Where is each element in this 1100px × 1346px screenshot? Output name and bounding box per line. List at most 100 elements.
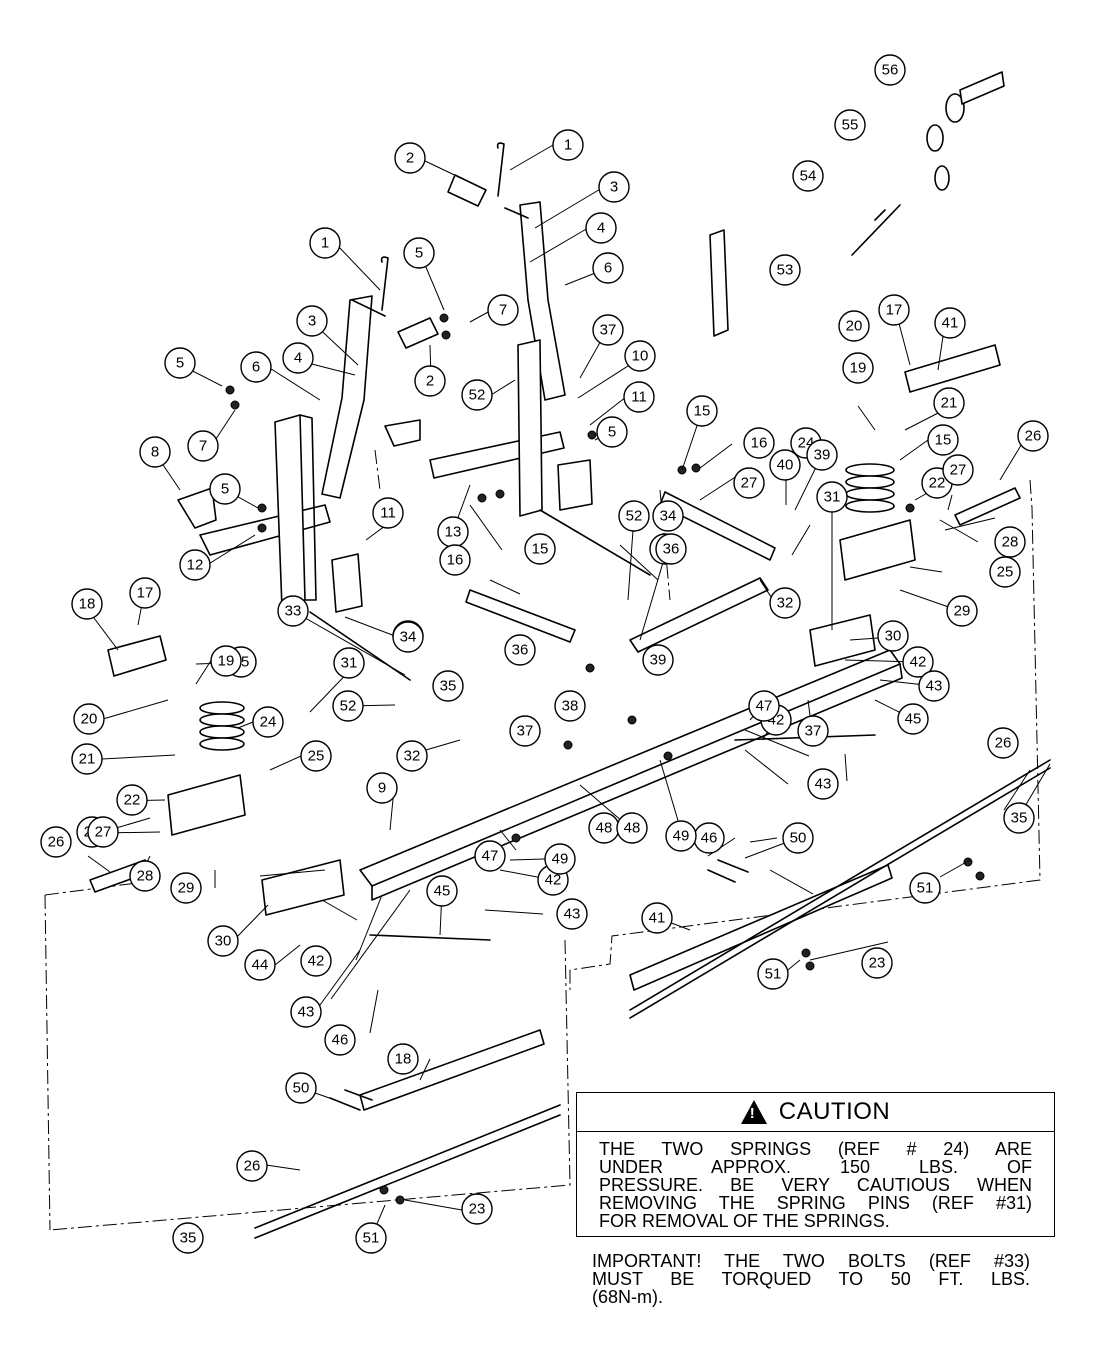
callout: 6 xyxy=(240,351,272,383)
svg-text:6: 6 xyxy=(604,260,612,277)
svg-text:55: 55 xyxy=(842,117,859,134)
callout: 39 xyxy=(806,439,838,471)
svg-text:45: 45 xyxy=(905,711,922,728)
svg-text:28: 28 xyxy=(1002,534,1019,551)
callout: 21 xyxy=(71,743,103,775)
callout: 26 xyxy=(1017,420,1049,452)
svg-text:29: 29 xyxy=(954,603,971,620)
callout: 2 xyxy=(394,142,426,174)
callout: 19 xyxy=(210,645,242,677)
callout: 52 xyxy=(618,500,650,532)
callout: 32 xyxy=(396,740,428,772)
svg-text:49: 49 xyxy=(552,851,569,868)
callout: 51 xyxy=(909,872,941,904)
svg-text:15: 15 xyxy=(694,403,711,420)
callout: 55 xyxy=(834,109,866,141)
callout: 50 xyxy=(782,822,814,854)
svg-text:32: 32 xyxy=(404,748,421,765)
callout: 51 xyxy=(757,958,789,990)
svg-text:51: 51 xyxy=(363,1230,380,1247)
callout: 45 xyxy=(426,875,458,907)
svg-text:46: 46 xyxy=(332,1032,349,1049)
svg-text:27: 27 xyxy=(95,824,112,841)
callout: 43 xyxy=(918,670,950,702)
callout: 2 xyxy=(414,365,446,397)
svg-text:36: 36 xyxy=(512,642,529,659)
callout: 37 xyxy=(592,314,624,346)
callout: 17 xyxy=(878,294,910,326)
callout: 18 xyxy=(71,588,103,620)
callout: 28 xyxy=(994,526,1026,558)
svg-text:26: 26 xyxy=(995,735,1012,752)
callout: 5 xyxy=(596,416,628,448)
callout: 46 xyxy=(324,1024,356,1056)
callout: 37 xyxy=(797,715,829,747)
svg-text:27: 27 xyxy=(950,462,967,479)
svg-text:17: 17 xyxy=(137,585,154,602)
callout: 20 xyxy=(73,703,105,735)
callout: 42 xyxy=(300,945,332,977)
callout: 34 xyxy=(392,621,424,653)
svg-text:5: 5 xyxy=(415,245,423,262)
svg-text:47: 47 xyxy=(756,698,773,715)
svg-text:56: 56 xyxy=(882,62,899,79)
callout: 35 xyxy=(1003,802,1035,834)
svg-text:19: 19 xyxy=(218,653,235,670)
callout: 39 xyxy=(642,644,674,676)
callout: 40 xyxy=(769,449,801,481)
svg-text:23: 23 xyxy=(869,955,886,972)
callout: 34 xyxy=(652,500,684,532)
svg-text:6: 6 xyxy=(252,359,260,376)
callout: 33 xyxy=(277,595,309,627)
svg-text:40: 40 xyxy=(777,457,794,474)
callout: 44 xyxy=(244,949,276,981)
svg-text:53: 53 xyxy=(777,262,794,279)
callout: 18 xyxy=(387,1043,419,1075)
callout: 20 xyxy=(838,310,870,342)
callout: 51 xyxy=(355,1222,387,1254)
svg-text:46: 46 xyxy=(701,830,718,847)
callout: 21 xyxy=(933,387,965,419)
svg-text:45: 45 xyxy=(434,883,451,900)
caution-line: THE TWO SPRINGS (REF # 24) ARE xyxy=(599,1139,1032,1159)
callout: 50 xyxy=(285,1072,317,1104)
callout: 35 xyxy=(172,1222,204,1254)
callout: 52 xyxy=(332,690,364,722)
svg-text:23: 23 xyxy=(469,1201,486,1218)
callout: 29 xyxy=(170,872,202,904)
callout: 49 xyxy=(544,843,576,875)
svg-text:39: 39 xyxy=(814,447,831,464)
svg-text:5: 5 xyxy=(608,424,616,441)
svg-text:37: 37 xyxy=(805,723,822,740)
callout: 37 xyxy=(509,715,541,747)
svg-text:7: 7 xyxy=(499,302,507,319)
callout: 26 xyxy=(236,1150,268,1182)
callout: 30 xyxy=(877,620,909,652)
svg-text:26: 26 xyxy=(244,1158,261,1175)
callout: 32 xyxy=(769,587,801,619)
callout: 45 xyxy=(897,703,929,735)
callout: 22 xyxy=(116,784,148,816)
callout: 49 xyxy=(665,820,697,852)
svg-text:50: 50 xyxy=(790,830,807,847)
svg-text:30: 30 xyxy=(215,933,232,950)
svg-text:43: 43 xyxy=(815,776,832,793)
callout: 15 xyxy=(927,424,959,456)
callout: 5 xyxy=(209,473,241,505)
svg-text:21: 21 xyxy=(941,395,958,412)
svg-text:48: 48 xyxy=(624,820,641,837)
svg-text:26: 26 xyxy=(48,834,65,851)
svg-text:16: 16 xyxy=(751,435,768,452)
callout: 12 xyxy=(179,549,211,581)
caution-line: UNDER APPROX. 150 LBS. OF xyxy=(599,1157,1032,1177)
important-line: (68N-m). xyxy=(592,1287,663,1307)
svg-text:35: 35 xyxy=(180,1230,197,1247)
callout: 7 xyxy=(487,294,519,326)
svg-text:30: 30 xyxy=(885,628,902,645)
callout: 28 xyxy=(129,860,161,892)
svg-text:34: 34 xyxy=(400,629,417,646)
callout: 25 xyxy=(989,556,1021,588)
callout: 56 xyxy=(874,54,906,86)
caution-line: PRESSURE. BE VERY CAUTIOUS WHEN xyxy=(599,1175,1032,1195)
